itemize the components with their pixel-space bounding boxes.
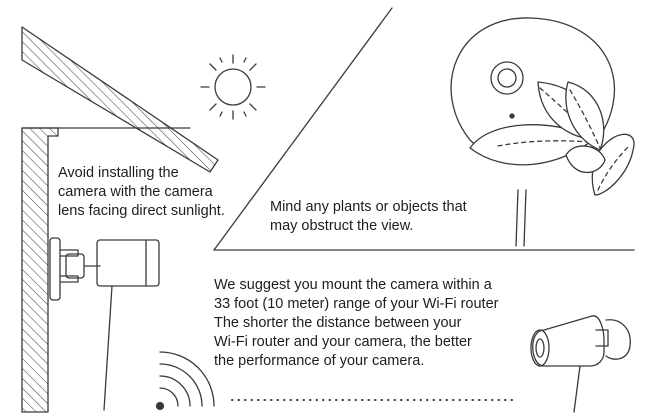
tip-mind-plants: Mind any plants or objects that may obst…	[270, 198, 467, 236]
tip-line: Avoid installing the	[58, 165, 179, 181]
tip-line: the performance of your camera.	[214, 353, 425, 369]
wifi-icon	[155, 351, 215, 411]
tip-line: We suggest you mount the camera within a	[214, 277, 492, 293]
tip-line: Mind any plants or objects that	[270, 199, 467, 215]
tip-line: 33 foot (10 meter) range of your Wi-Fi r…	[214, 296, 499, 312]
outdoor-camera-icon	[530, 315, 631, 413]
diagonal-divider	[213, 7, 393, 251]
roof-hatched	[21, 26, 219, 173]
tip-avoid-sunlight: Avoid installing the camera with the cam…	[58, 164, 225, 221]
tip-line: may obstruct the view.	[270, 218, 414, 234]
sun-icon	[200, 54, 266, 120]
tip-line: Wi-Fi router and your camera, the better	[214, 334, 472, 350]
camera-icon	[49, 237, 160, 411]
tip-line: camera with the camera	[58, 184, 213, 200]
tip-router-range: We suggest you mount the camera within a…	[214, 276, 498, 371]
plant-icon	[469, 81, 635, 196]
tip-line: The shorter the distance between your	[214, 315, 462, 331]
wall-hatched	[21, 127, 191, 413]
tip-line: lens facing direct sunlight.	[58, 203, 225, 219]
